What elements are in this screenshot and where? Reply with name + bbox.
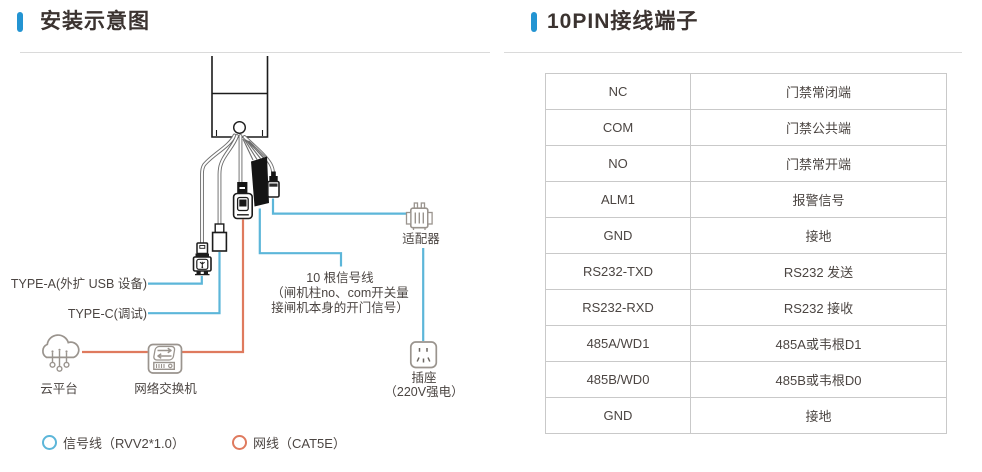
cable-outlet-hole xyxy=(232,120,246,134)
pin-description-cell: 门禁常闭端 xyxy=(690,73,947,110)
cable-sleeve xyxy=(251,156,269,207)
gate-device xyxy=(211,56,269,138)
network-switch-icon xyxy=(147,343,183,374)
pin-description-cell: 报警信号 xyxy=(690,181,947,218)
socket-icon xyxy=(409,341,438,369)
blue-ring-icon xyxy=(42,435,57,450)
pin-name-cell: RS232-RXD xyxy=(545,289,691,326)
usb-a-cable xyxy=(200,133,237,245)
pin-name-cell: COM xyxy=(545,109,691,146)
pin-name-cell: RS232-TXD xyxy=(545,253,691,290)
pin-description-cell: 接地 xyxy=(690,217,947,254)
pin-name-cell: GND xyxy=(545,397,691,434)
switch-label: 网络交换机 xyxy=(134,382,197,396)
pin-description-cell: 门禁常开端 xyxy=(690,145,947,182)
cloud-platform-icon xyxy=(42,334,80,372)
signal-wire-bundle xyxy=(242,138,269,207)
type-a-callout-line xyxy=(148,276,203,285)
usb-a-connector-icon xyxy=(192,242,212,276)
type-c-cable xyxy=(217,134,239,226)
pin-description-cell: 门禁公共端 xyxy=(690,109,947,146)
right-header-divider xyxy=(504,52,962,53)
pin-name-cell: NC xyxy=(545,73,691,110)
pin-name-cell: 485A/WD1 xyxy=(545,325,691,362)
socket-label: 插座 （220V强电） xyxy=(384,371,464,399)
installation-diagram xyxy=(42,56,438,374)
type-c-connector-icon xyxy=(211,223,228,252)
pin-name-cell: ALM1 xyxy=(545,181,691,218)
dc-plug-icon xyxy=(266,171,280,198)
right-title-accent-bar xyxy=(531,12,537,32)
adapter-icon xyxy=(405,202,433,230)
pin-description-cell: RS232 发送 xyxy=(690,253,947,290)
cloud-label: 云平台 xyxy=(40,382,78,396)
adapter-label: 适配器 xyxy=(402,232,440,246)
device-to-switch-line xyxy=(181,219,245,354)
type-a-label: TYPE-A(外扩 USB 设备) xyxy=(10,277,147,291)
legend-label: 网线（CAT5E） xyxy=(253,436,346,451)
pin-description-cell: 485B或韦根D0 xyxy=(690,361,947,398)
right-section-title: 10PIN接线端子 xyxy=(547,10,699,33)
left-header-divider xyxy=(20,52,490,53)
legend-item-signal-line: 信号线（RVV2*1.0） xyxy=(42,433,185,452)
legend-item-network-cable: 网线（CAT5E） xyxy=(232,433,346,452)
pin-name-cell: 485B/WD0 xyxy=(545,361,691,398)
adapter-line xyxy=(271,198,407,215)
pin-name-cell: NO xyxy=(545,145,691,182)
left-title-accent-bar xyxy=(17,12,23,32)
orange-ring-icon xyxy=(232,435,247,450)
pin-description-cell: 485A或韦根D1 xyxy=(690,325,947,362)
signal-10pin-callout-line xyxy=(258,208,343,267)
type-c-callout-line xyxy=(148,252,221,315)
type-c-label: TYPE-C(调试) xyxy=(67,307,147,321)
pin-description-cell: 接地 xyxy=(690,397,947,434)
rj45-connector-icon xyxy=(232,182,254,220)
left-section-title: 安装示意图 xyxy=(40,10,150,33)
signal-10pin-label: 10 根信号线 （闸机柱no、com开关量 接闸机本身的开门信号） xyxy=(271,271,409,315)
pin-name-cell: GND xyxy=(545,217,691,254)
legend-label: 信号线（RVV2*1.0） xyxy=(63,436,185,451)
pin-description-cell: RS232 接收 xyxy=(690,289,947,326)
